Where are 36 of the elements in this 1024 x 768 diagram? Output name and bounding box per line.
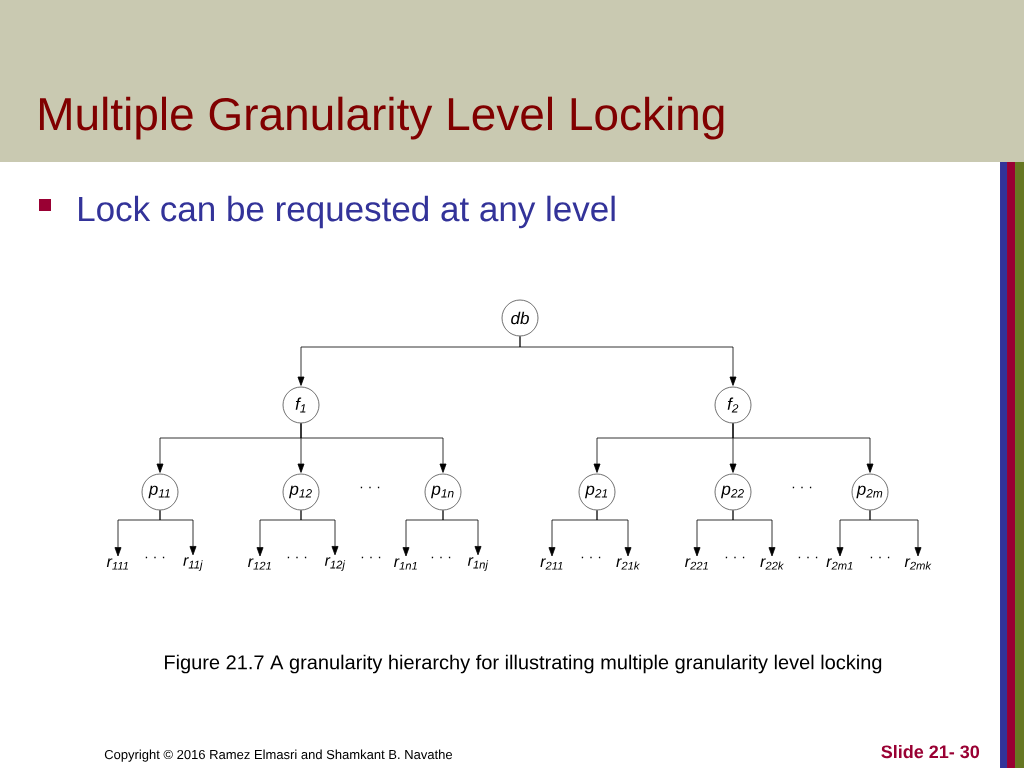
leaf-label: r$_{221}$ [685, 558, 708, 570]
arrow [732, 510, 776, 557]
arrow [300, 423, 447, 473]
slide-title: Multiple Granularity Level Locking [40, 96, 724, 140]
leaf-label: r$_{21k}$ [616, 558, 640, 570]
arrow [732, 423, 874, 473]
ellipsis: · · · [361, 556, 381, 559]
figure-caption: Figure 21.7 A granularity hierarchy for illustrating multiple granularity level locking [165, 654, 882, 674]
leaf-label: r$_{211}$ [540, 558, 563, 570]
arrow [519, 336, 737, 386]
ellipsis: · · · [792, 486, 812, 489]
bullet-text: Lock can be requested at any level [79, 195, 615, 229]
leaf-label: r$_{2m1}$ [826, 558, 853, 570]
leaf-label: r$_{11j}$ [183, 557, 203, 571]
arrow [159, 510, 197, 556]
copyright-note: Copyright © 2016 Ramez Elmasri and Shamkant B. Navathe [104, 749, 453, 762]
ellipsis: · · · [287, 556, 307, 559]
leaf-label: r$_{12j}$ [324, 557, 346, 571]
ellipsis: · · · [798, 556, 818, 559]
ellipsis: · · · [431, 556, 451, 559]
leaf-label: r$_{111}$ [106, 558, 128, 570]
ellipsis: · · · [145, 556, 165, 559]
slide-number: Slide 21- 30 [881, 744, 980, 759]
arrow [300, 510, 339, 556]
leaf-label: r$_{121}$ [248, 558, 271, 570]
arrow [869, 510, 922, 557]
leaf-label: r$_{2mk}$ [904, 558, 932, 570]
arrow [596, 510, 632, 557]
ellipsis: · · · [581, 556, 601, 559]
ellipsis: · · · [725, 556, 745, 559]
leaf-label: r$_{1nj}$ [467, 557, 489, 571]
leaf-label: r$_{22k}$ [760, 558, 784, 570]
ellipsis: · · · [360, 486, 380, 489]
leaf-label: r$_{1n1}$ [394, 558, 417, 570]
ellipsis: · · · [870, 556, 890, 559]
arrow [442, 510, 482, 556]
